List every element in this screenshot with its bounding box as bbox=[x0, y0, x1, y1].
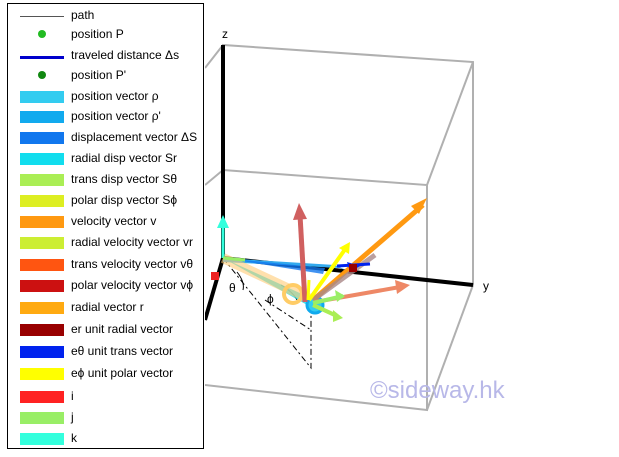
legend-item: radial velocity vector vr bbox=[8, 233, 203, 253]
unit-polar-vector bbox=[307, 246, 348, 302]
legend-swatch bbox=[20, 16, 64, 17]
legend-item: polar velocity vector vϕ bbox=[8, 276, 203, 296]
legend-item: radial vector r bbox=[8, 298, 203, 318]
legend-label: position P' bbox=[71, 68, 126, 82]
legend-item: position P' bbox=[8, 66, 203, 86]
watermark: ©sideway.hk bbox=[370, 377, 506, 404]
legend-label: radial vector r bbox=[71, 300, 144, 314]
legend-item: velocity vector v bbox=[8, 212, 203, 232]
legend-swatch bbox=[20, 91, 64, 103]
bounding-box bbox=[205, 43, 474, 412]
phi-label: ϕ bbox=[267, 292, 274, 306]
legend-swatch bbox=[20, 195, 64, 207]
legend-item: i bbox=[8, 387, 203, 407]
3d-scene: z y θ ϕ ©sideway.hk bbox=[205, 27, 506, 412]
legend-swatch bbox=[20, 132, 64, 144]
legend-label: path bbox=[71, 8, 95, 22]
velocity-arrowhead bbox=[411, 198, 427, 214]
legend-label: velocity vector v bbox=[71, 214, 157, 228]
trans-velocity-arrowhead bbox=[395, 280, 410, 294]
legend-item: eθ unit trans vector bbox=[8, 342, 203, 362]
legend-item: trans velocity vector vθ bbox=[8, 255, 203, 275]
legend-item: traveled distance Δs bbox=[8, 46, 203, 66]
legend-item: position vector ρ' bbox=[8, 107, 203, 127]
legend-item: eϕ unit polar vector bbox=[8, 364, 203, 384]
k-arrowhead bbox=[217, 215, 229, 228]
legend-label: position vector ρ bbox=[71, 89, 159, 103]
legend-swatch bbox=[20, 111, 64, 123]
legend-label: trans disp vector Sθ bbox=[71, 172, 178, 186]
legend-swatch bbox=[20, 216, 64, 228]
displacement-vector bbox=[223, 258, 325, 274]
legend-item: displacement vector ΔS bbox=[8, 128, 203, 148]
legend-label: er unit radial vector bbox=[71, 322, 174, 336]
legend-swatch bbox=[20, 237, 64, 249]
legend-swatch bbox=[38, 71, 46, 79]
legend-label: trans velocity vector vθ bbox=[71, 257, 194, 271]
x-axis bbox=[205, 257, 225, 321]
legend-item: position P bbox=[8, 25, 203, 45]
legend-swatch bbox=[20, 391, 64, 403]
unit-radial-vector bbox=[349, 264, 357, 272]
theta-arc bbox=[236, 271, 244, 291]
legend-swatch bbox=[20, 302, 64, 314]
trans-disp-arrowhead bbox=[335, 290, 345, 302]
position-p-marker bbox=[282, 283, 304, 305]
legend-swatch bbox=[20, 153, 64, 165]
radial-velocity-arrowhead bbox=[333, 310, 343, 322]
legend-label: i bbox=[71, 389, 74, 403]
legend-label: position vector ρ' bbox=[71, 109, 161, 123]
unit-polar-arrowhead bbox=[339, 242, 350, 254]
polar-disp-vector bbox=[306, 279, 311, 301]
legend-item: trans disp vector Sθ bbox=[8, 170, 203, 190]
legend-label: k bbox=[71, 431, 77, 445]
legend-item: path bbox=[8, 6, 203, 26]
legend-label: position P bbox=[71, 27, 124, 41]
j-vector bbox=[222, 256, 246, 262]
legend-label: polar velocity vector vϕ bbox=[71, 278, 194, 292]
legend-item: radial disp vector Sr bbox=[8, 149, 203, 169]
construction-lines bbox=[222, 257, 312, 370]
legend-swatch bbox=[20, 174, 64, 186]
legend-label: displacement vector ΔS bbox=[71, 130, 198, 144]
polar-velocity-arrowhead bbox=[293, 203, 307, 220]
theta-label: θ bbox=[229, 281, 236, 295]
legend-label: eθ unit trans vector bbox=[71, 344, 174, 358]
legend-swatch bbox=[38, 30, 46, 38]
legend-swatch bbox=[20, 433, 64, 445]
legend-swatch bbox=[20, 412, 64, 424]
legend-swatch bbox=[20, 280, 64, 292]
legend-swatch bbox=[20, 259, 64, 271]
z-axis-label: z bbox=[222, 27, 228, 41]
radial-velocity-shadow bbox=[311, 252, 377, 303]
legend-swatch bbox=[20, 368, 64, 380]
legend-item: er unit radial vector bbox=[8, 320, 203, 340]
legend-item: j bbox=[8, 408, 203, 428]
legend-label: traveled distance Δs bbox=[71, 48, 180, 62]
legend-label: radial disp vector Sr bbox=[71, 151, 178, 165]
y-axis-label: y bbox=[483, 279, 489, 293]
legend-label: polar disp vector Sϕ bbox=[71, 193, 178, 207]
legend-item: polar disp vector Sϕ bbox=[8, 191, 203, 211]
legend-swatch bbox=[20, 324, 64, 336]
legend-swatch bbox=[20, 56, 64, 59]
legend-label: j bbox=[71, 410, 74, 424]
polar-velocity-vector bbox=[297, 214, 308, 303]
legend-item: k bbox=[8, 429, 203, 449]
legend-panel: path position P traveled distance Δs positi… bbox=[7, 3, 204, 449]
legend-label: radial velocity vector vr bbox=[71, 235, 194, 249]
legend-label: eϕ unit polar vector bbox=[71, 366, 174, 380]
i-vector bbox=[211, 272, 219, 280]
legend-item: position vector ρ bbox=[8, 87, 203, 107]
legend-swatch bbox=[20, 346, 64, 358]
